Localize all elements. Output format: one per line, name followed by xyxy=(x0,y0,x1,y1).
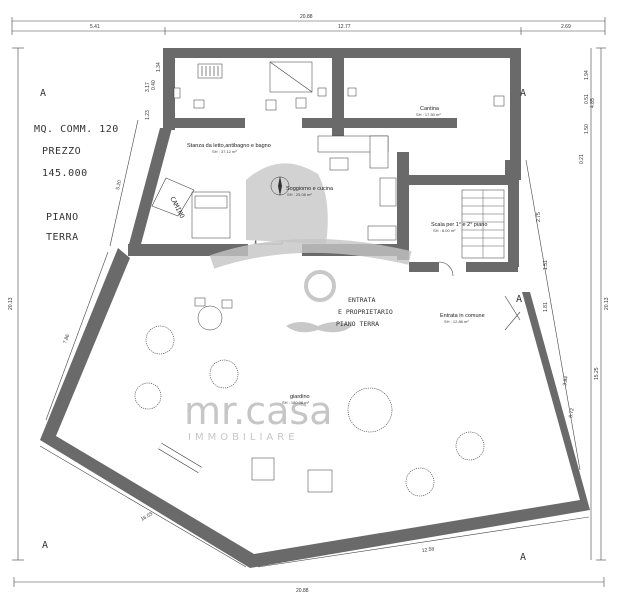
note-piano: PIANO xyxy=(46,212,79,223)
room-garden-name: giardino xyxy=(290,394,310,400)
dim-right-a: 1.94 xyxy=(584,70,590,80)
note-prezzo: PREZZO xyxy=(42,146,81,157)
corner-mark-mid-right: A xyxy=(516,294,523,305)
dim-left-small-a: 3.17 xyxy=(145,82,151,92)
dim-left-lower: 7.86 xyxy=(62,333,71,344)
room-garden-area: SH : 180.98 m² xyxy=(282,400,310,405)
dim-bottom-right: 12.58 xyxy=(421,546,434,554)
note-mq-comm: MQ. COMM. 120 xyxy=(34,124,119,135)
dimension-lines-top: 20.88 5.41 12.77 2.69 xyxy=(11,14,606,35)
dim-right-i: 3.84 xyxy=(562,376,570,387)
note-camino: CAMINO xyxy=(168,195,186,220)
note-entrata-3: PIANO TERRA xyxy=(336,320,379,328)
living-area-shade xyxy=(246,163,328,244)
dim-right-total: 20.13 xyxy=(604,297,610,310)
dim-top-right: 2.69 xyxy=(561,24,571,30)
corner-mark-bottom-left: A xyxy=(42,540,49,551)
corner-marks: A A A A A xyxy=(40,88,527,563)
dim-right-e: 0.21 xyxy=(579,154,585,164)
room-stairs-name: Scala per 1° e 2° piano xyxy=(431,222,487,228)
dimension-lines-left: 20.13 5.20 7.86 3.17 1.23 0.40 1.34 xyxy=(8,47,162,561)
dim-top-mid: 12.77 xyxy=(338,24,351,30)
dim-right-j: 8.72 xyxy=(568,408,576,419)
watermark-logo: mr.casa IMMOBILIARE xyxy=(184,238,412,443)
dim-right-c: 4.85 xyxy=(590,98,596,108)
watermark-brand: mr.casa xyxy=(184,389,333,433)
note-entrata-2: E PROPRIETARIO xyxy=(338,308,393,316)
dim-right-f: 2.75 xyxy=(536,212,542,222)
room-cantina-area: SH : 17.50 m² xyxy=(416,112,441,117)
dim-right-d: 1.50 xyxy=(584,124,590,134)
corner-mark-bottom-right: A xyxy=(520,552,527,563)
handwritten-notes: MQ. COMM. 120 PREZZO 145.000 PIANO TERRA… xyxy=(34,124,393,328)
watermark-sub: IMMOBILIARE xyxy=(188,432,299,443)
room-cantina-name: Cantina xyxy=(420,106,440,112)
dim-right-g: 1.51 xyxy=(543,260,549,270)
dim-left-upper: 5.20 xyxy=(115,179,123,190)
dim-left-total: 20.13 xyxy=(8,297,14,310)
dim-top-total: 20.88 xyxy=(300,14,313,20)
dim-right-b: 0.51 xyxy=(584,94,590,104)
room-bedroom-area: SH : 37.12 m² xyxy=(212,149,237,154)
dim-top-left: 5.41 xyxy=(90,24,100,30)
room-bedroom-name: Stanza da letto,antibagno e bagno xyxy=(187,143,271,149)
dimension-lines-bottom: 20.88 16.03 12.58 xyxy=(13,445,605,594)
room-entrance-area: SH : 12.86 m² xyxy=(444,319,469,324)
dimension-lines-right: 20.13 15.25 1.94 0.51 4.85 1.50 0.21 2.7… xyxy=(525,47,610,561)
dim-left-small-c: 0.40 xyxy=(151,80,157,90)
room-living-name: Soggiorno e cucina xyxy=(286,186,334,192)
dim-bottom-total: 20.88 xyxy=(296,588,309,594)
compass-icon xyxy=(270,176,290,196)
dim-left-small-b: 1.23 xyxy=(145,110,151,120)
room-labels: Stanza da letto,antibagno e bagno SH : 3… xyxy=(187,106,487,405)
dim-right-lower: 15.25 xyxy=(594,367,600,380)
dim-right-h: 1.81 xyxy=(543,302,549,312)
room-living-area: SH : 25.08 m² xyxy=(287,192,312,197)
garden-furniture xyxy=(158,297,333,493)
dim-bottom-left: 16.03 xyxy=(140,511,154,523)
garden-trees xyxy=(134,325,485,497)
dim-left-small-d: 1.34 xyxy=(156,62,162,72)
note-entrata-1: ENTRATA xyxy=(348,296,375,304)
room-stairs-area: SH : 8.00 m² xyxy=(433,228,456,233)
room-entrance-name: Entrata in comune xyxy=(440,313,485,319)
note-terra: TERRA xyxy=(46,232,79,243)
corner-mark-top-left: A xyxy=(40,88,47,99)
note-price: 145.000 xyxy=(42,168,88,179)
corner-mark-top-right: A xyxy=(520,88,527,99)
